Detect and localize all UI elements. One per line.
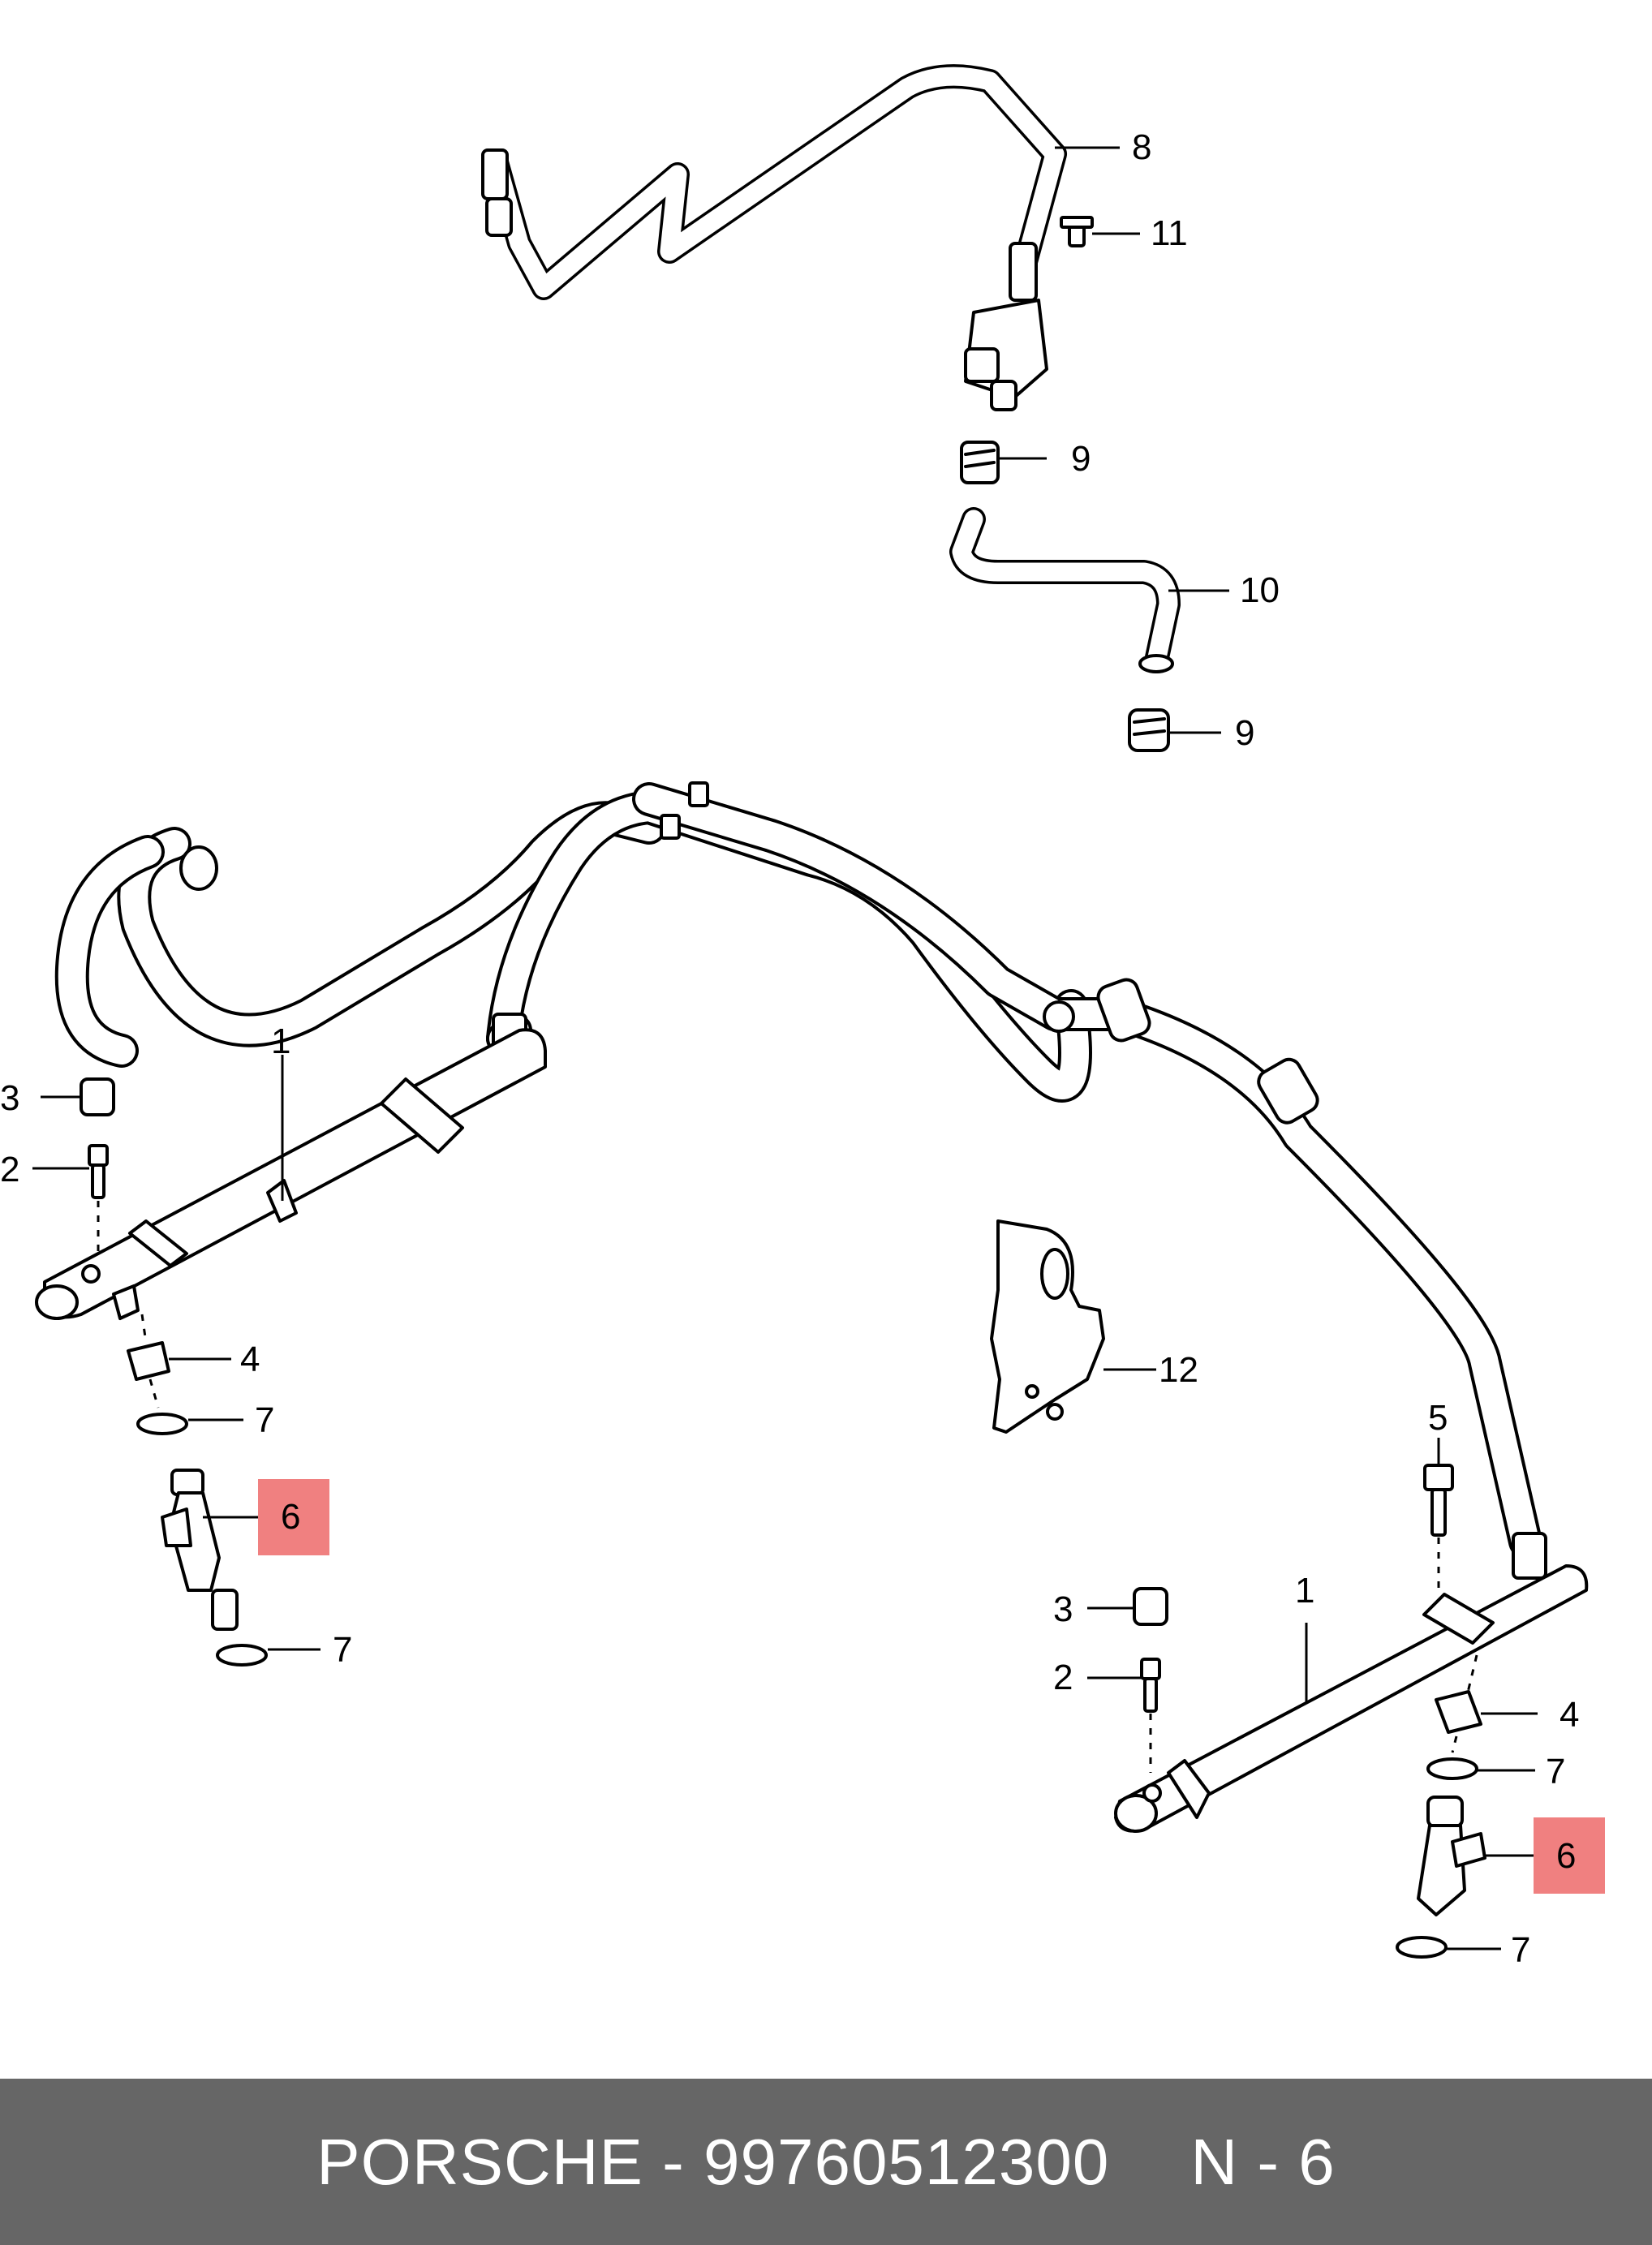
clip-4-left: [127, 1341, 170, 1381]
footer-position-label: N - 6: [1190, 2125, 1336, 2198]
main-fuel-hose: [54, 781, 1547, 1580]
callout-9-lower: 9: [1235, 713, 1254, 753]
footer-separator: -: [643, 2125, 703, 2198]
valve-2-left: [88, 1144, 109, 1199]
callout-7-left-upper: 7: [255, 1400, 274, 1440]
callout-9-upper: 9: [1071, 439, 1091, 479]
callout-3-right: 3: [1053, 1589, 1073, 1629]
callout-2-left: 2: [0, 1150, 19, 1189]
cap-3-left: [80, 1077, 115, 1116]
highlight-box-6-right: [1534, 1817, 1605, 1894]
hose-clamp-9-lower: [1128, 708, 1170, 752]
o-ring-7-right-lower: [1396, 1936, 1448, 1959]
parts-diagram: 8 11 9 10 9 1 3 2 4 7 6 7 12 5 1 3 2 4 7…: [0, 64, 1605, 1970]
callout-7-left-lower: 7: [333, 1630, 352, 1670]
hose-10: [949, 507, 1181, 673]
callout-1-left: 1: [271, 1021, 290, 1061]
callout-8: 8: [1132, 127, 1151, 167]
hose-clamp-9-upper: [960, 441, 1000, 484]
leader-lines: [32, 146, 1538, 1950]
callout-7-right-lower: 7: [1511, 1930, 1530, 1970]
footer-bar: PORSCHE - 99760512300 N - 6: [0, 2079, 1652, 2245]
callout-6-left: 6: [281, 1497, 300, 1537]
footer-part-number: 99760512300: [703, 2125, 1110, 2198]
callout-3-left: 3: [0, 1078, 19, 1118]
o-ring-7-left-upper: [136, 1413, 188, 1435]
o-ring-7-right-upper: [1426, 1757, 1478, 1780]
highlight-box-6-left: [258, 1479, 329, 1555]
callout-11: 11: [1151, 213, 1188, 253]
callout-4-left: 4: [240, 1340, 260, 1379]
callout-6-right: 6: [1556, 1836, 1576, 1876]
cap-3-right: [1133, 1587, 1168, 1626]
bolt-11: [1060, 216, 1094, 247]
footer-caption: PORSCHE - 99760512300 N - 6: [316, 2125, 1336, 2200]
bracket-12: [990, 1219, 1105, 1434]
injector-6-right: [1417, 1796, 1486, 1916]
callout-12: 12: [1159, 1350, 1198, 1390]
callout-5: 5: [1428, 1398, 1448, 1438]
footer-brand: PORSCHE: [316, 2125, 643, 2198]
o-ring-7-left-lower: [216, 1644, 268, 1667]
clip-4-right: [1435, 1690, 1482, 1734]
valve-2-right: [1140, 1658, 1161, 1713]
fuel-rail-right: [1114, 1564, 1589, 1833]
callout-7-right-upper: 7: [1546, 1752, 1565, 1791]
injector-6-left: [161, 1469, 239, 1631]
callout-2-right: 2: [1053, 1658, 1073, 1697]
callout-4-right: 4: [1560, 1695, 1579, 1735]
fuel-rail-left: [35, 1028, 547, 1320]
bolt-5: [1423, 1464, 1454, 1537]
callout-1-right: 1: [1295, 1571, 1314, 1611]
callout-10: 10: [1240, 570, 1280, 610]
purge-valve: [964, 242, 1048, 411]
vent-hose-8: [481, 64, 1067, 300]
